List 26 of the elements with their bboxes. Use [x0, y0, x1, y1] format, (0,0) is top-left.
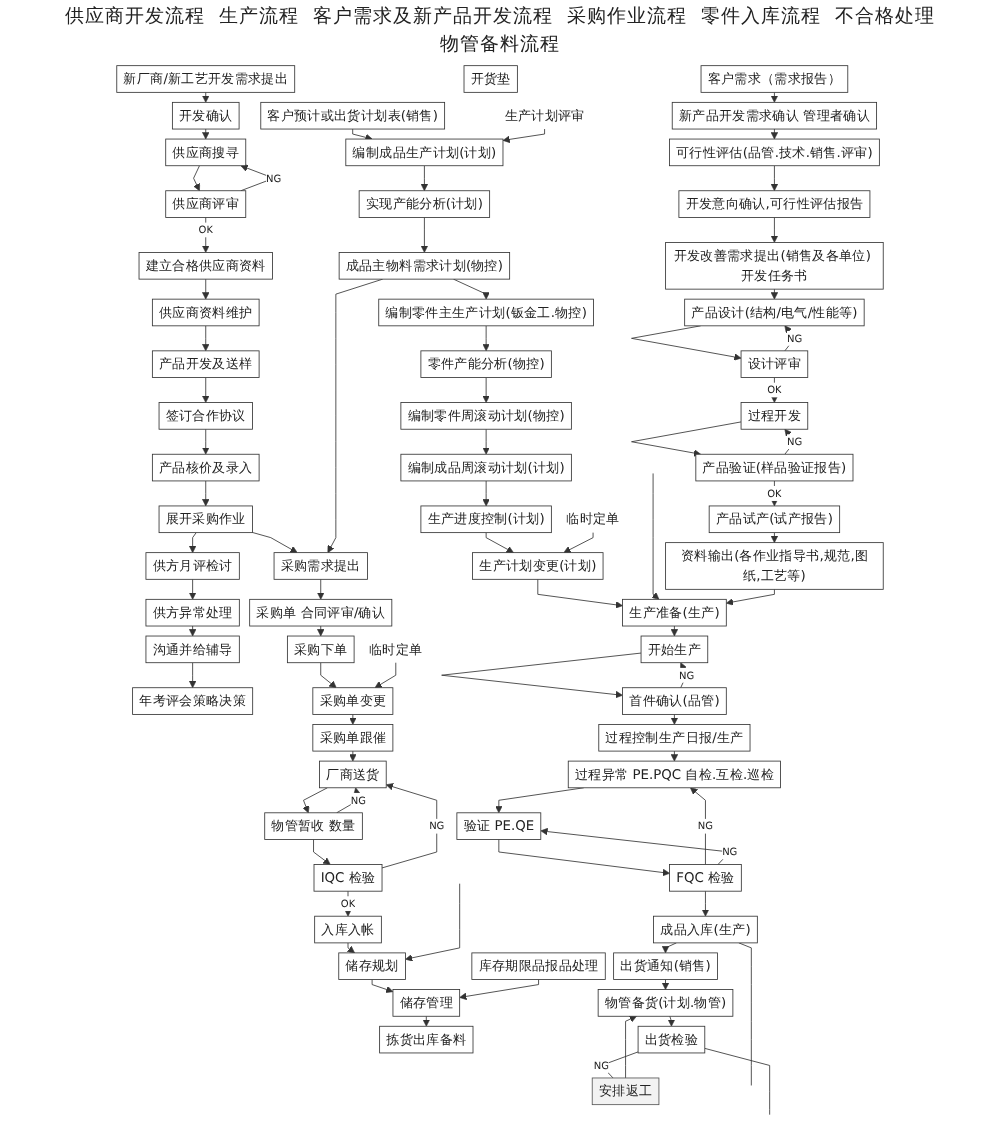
arrow	[770, 532, 779, 543]
section-heading: 零件入库流程	[701, 4, 821, 30]
arrow	[202, 128, 210, 140]
connector	[738, 942, 752, 1086]
arrow	[346, 942, 355, 954]
arrow	[202, 91, 210, 103]
section-heading: 采购作业流程	[567, 4, 687, 30]
connector	[704, 1047, 771, 1116]
arrow	[770, 128, 779, 140]
arrow	[667, 1015, 676, 1027]
arrow	[670, 750, 679, 762]
section-heading: 供应商开发流程	[65, 4, 205, 30]
arrow	[770, 288, 779, 300]
section-heading: 物管备料流程	[440, 32, 560, 58]
arrow	[670, 714, 679, 725]
arrow	[349, 714, 357, 725]
arrow	[317, 625, 325, 637]
arrow	[422, 1015, 430, 1027]
arrow	[661, 979, 670, 990]
arrow	[670, 625, 679, 637]
section-heading: 生产流程	[219, 4, 299, 30]
section-heading: 客户需求及新产品开发流程	[313, 4, 553, 30]
arrow	[349, 750, 357, 762]
arrow	[770, 91, 779, 103]
note-text: 不合格处理	[835, 4, 935, 30]
arrow	[188, 625, 197, 637]
